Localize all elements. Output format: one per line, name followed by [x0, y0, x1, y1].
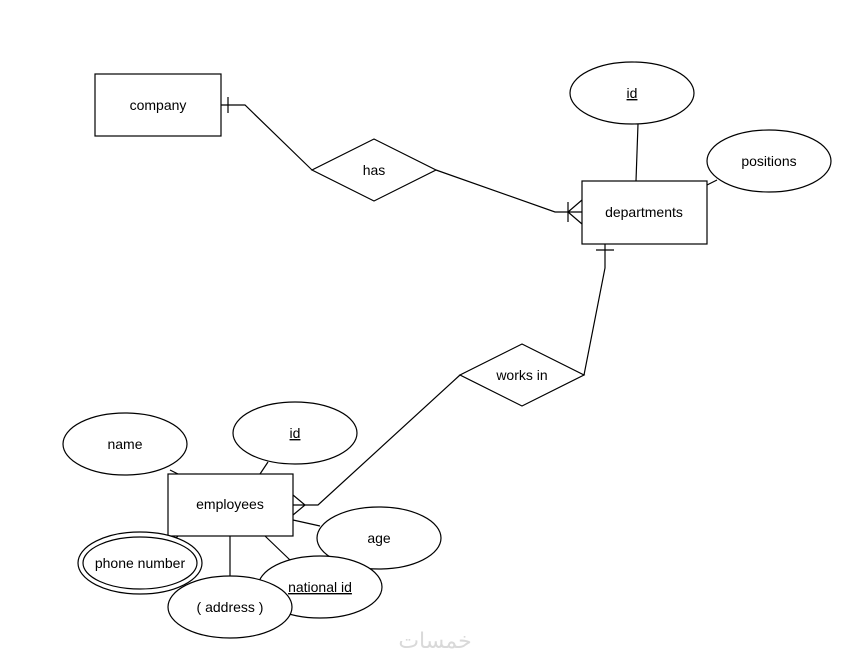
attribute-address-label: ( address ) [197, 599, 264, 615]
attribute-name[interactable]: name [62, 412, 188, 476]
edge-worksin-employees [293, 374, 461, 506]
edge-has-departments [435, 169, 582, 213]
attribute-emp-id-label: id [290, 425, 301, 441]
relationship-has-label: has [363, 162, 386, 178]
edge-emp-name [169, 469, 179, 475]
entity-employees[interactable]: employees [167, 473, 294, 537]
attribute-phone-number[interactable]: phone number [77, 531, 203, 595]
attribute-age[interactable]: age [316, 506, 442, 570]
entity-employees-label: employees [196, 496, 264, 512]
entity-departments-label: departments [605, 204, 683, 220]
edge-dept-positions [706, 179, 718, 186]
attribute-positions-label: positions [741, 153, 796, 169]
many-mark-employees [292, 494, 306, 516]
attribute-dept-id[interactable]: id [569, 61, 695, 125]
edge-emp-id [259, 461, 269, 475]
attribute-phone-number-label: phone number [95, 555, 186, 571]
relationship-works-in-label: works in [495, 367, 547, 383]
edge-dept-id [635, 123, 639, 182]
relationship-works-in[interactable]: works in [458, 343, 586, 407]
edge-emp-nationalid [264, 535, 291, 561]
edge-emp-age [292, 519, 321, 527]
attribute-address[interactable]: ( address ) [167, 575, 293, 639]
attribute-dept-id-label: id [627, 85, 638, 101]
attribute-national-id-label: national id [288, 579, 352, 595]
watermark-text: خمسات [398, 629, 471, 654]
edge-departments-worksin [583, 244, 606, 376]
relationship-has[interactable]: has [310, 138, 438, 202]
edge-company-has [221, 104, 313, 171]
attribute-emp-id[interactable]: id [232, 401, 358, 465]
entity-company-label: company [130, 97, 187, 113]
attribute-positions[interactable]: positions [706, 129, 832, 193]
connectors [169, 97, 718, 577]
entity-company[interactable]: company [94, 73, 222, 137]
attribute-age-label: age [367, 530, 391, 546]
entity-departments[interactable]: departments [581, 180, 708, 245]
attribute-name-label: name [107, 436, 142, 452]
watermark-logo: خمسات [380, 624, 490, 658]
